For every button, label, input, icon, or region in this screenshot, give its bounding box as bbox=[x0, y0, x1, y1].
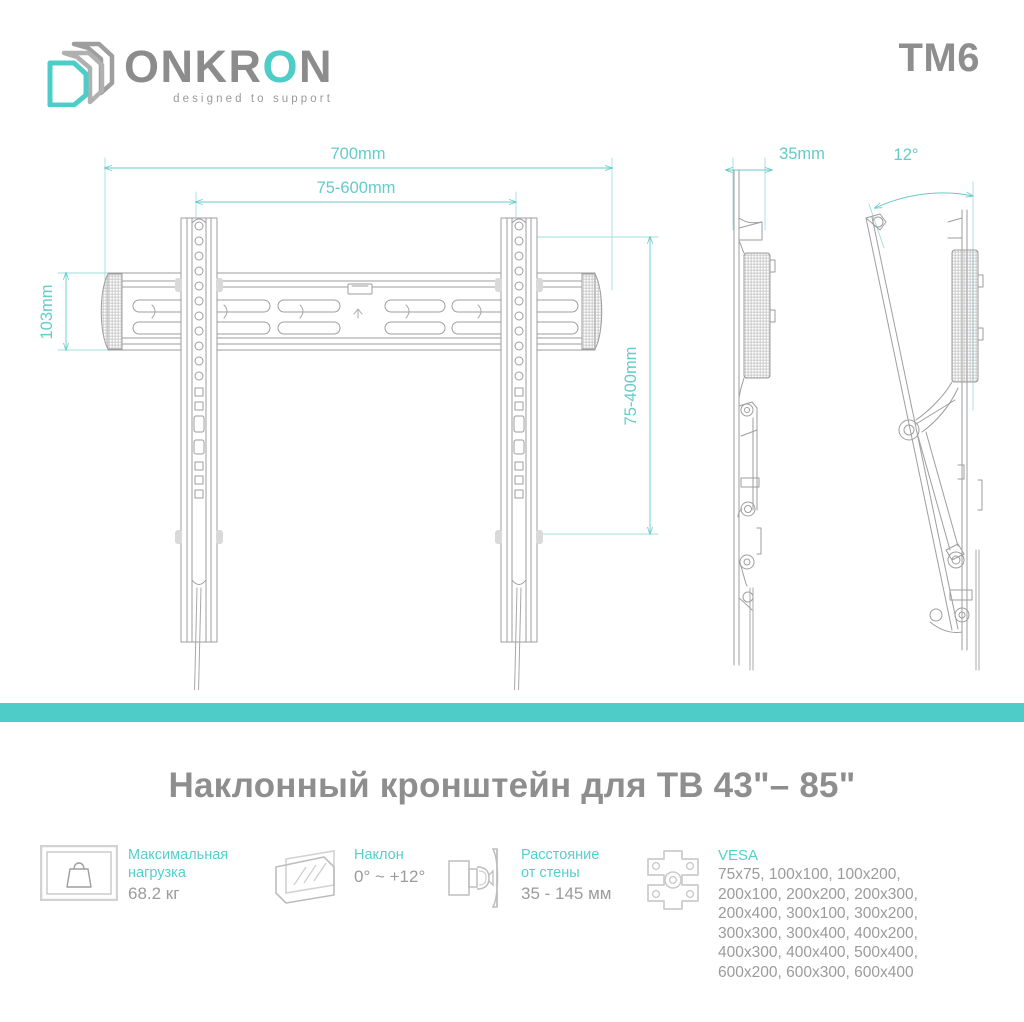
spec-wall-distance: Расстояние от стены 35 - 145 мм bbox=[445, 845, 611, 914]
spec-value: 68.2 кг bbox=[128, 884, 180, 903]
wall-distance-icon bbox=[445, 845, 511, 914]
spec-vesa: VESA 75x75, 100x100, 100x200, 200x100, 2… bbox=[638, 845, 918, 983]
max-load-icon bbox=[39, 844, 119, 906]
model-number: TM6 bbox=[898, 36, 980, 80]
brand-tagline: designed to support bbox=[173, 92, 334, 105]
dim-103mm-label: 103mm bbox=[38, 284, 56, 339]
onkron-cube-logo-icon bbox=[44, 41, 116, 108]
tilted-view-cord bbox=[975, 549, 980, 671]
side-view-tilted bbox=[865, 209, 984, 651]
vertical-arm-right bbox=[495, 217, 543, 643]
release-cord-right bbox=[514, 587, 522, 690]
vertical-arm-left bbox=[175, 217, 223, 643]
spec-value: 0° ~ +12° bbox=[354, 866, 426, 886]
specifications-row: Максимальная нагрузка 68.2 кг Наклон bbox=[39, 844, 1010, 995]
front-view bbox=[100, 217, 603, 690]
side-view-cord bbox=[749, 587, 754, 671]
dimension-overall-width bbox=[104, 157, 613, 291]
tilt-icon bbox=[272, 845, 344, 912]
vesa-label: VESA bbox=[718, 847, 759, 864]
section-divider bbox=[0, 703, 1024, 722]
release-cord-left bbox=[194, 587, 202, 690]
technical-drawing: 700mm 75-600mm 103mm 75-400mm bbox=[0, 110, 1024, 690]
side-view-flat bbox=[733, 169, 776, 666]
spec-value: 35 - 145 мм bbox=[521, 884, 612, 903]
spec-label: Максимальная нагрузка bbox=[128, 847, 229, 881]
brand-name: ONKRON bbox=[124, 40, 334, 92]
level-indicator bbox=[347, 283, 373, 295]
dim-35mm-label: 35mm bbox=[779, 145, 825, 163]
spec-tilt: Наклон 0° ~ +12° bbox=[272, 845, 425, 912]
orientation-arrow-icon bbox=[353, 308, 363, 319]
dim-75-400mm-label: 75-400mm bbox=[622, 347, 640, 426]
spec-max-load: Максимальная нагрузка 68.2 кг bbox=[39, 844, 229, 906]
dim-700mm-label: 700mm bbox=[330, 145, 385, 163]
vesa-plate-icon bbox=[638, 845, 708, 920]
rail-end-cap-left bbox=[100, 272, 126, 351]
dim-12deg-label: 12° bbox=[894, 146, 919, 164]
dim-75-600mm-label: 75-600mm bbox=[317, 179, 396, 197]
spec-label: Наклон bbox=[354, 847, 404, 863]
spec-label: Расстояние от стены bbox=[521, 847, 600, 881]
product-title: Наклонный кронштейн для ТВ 43"– 85" bbox=[168, 766, 856, 805]
vesa-list: 75x75, 100x100, 100x200, 200x100, 200x20… bbox=[718, 866, 918, 981]
brand-logo: ONKRON designed to support bbox=[44, 38, 333, 110]
